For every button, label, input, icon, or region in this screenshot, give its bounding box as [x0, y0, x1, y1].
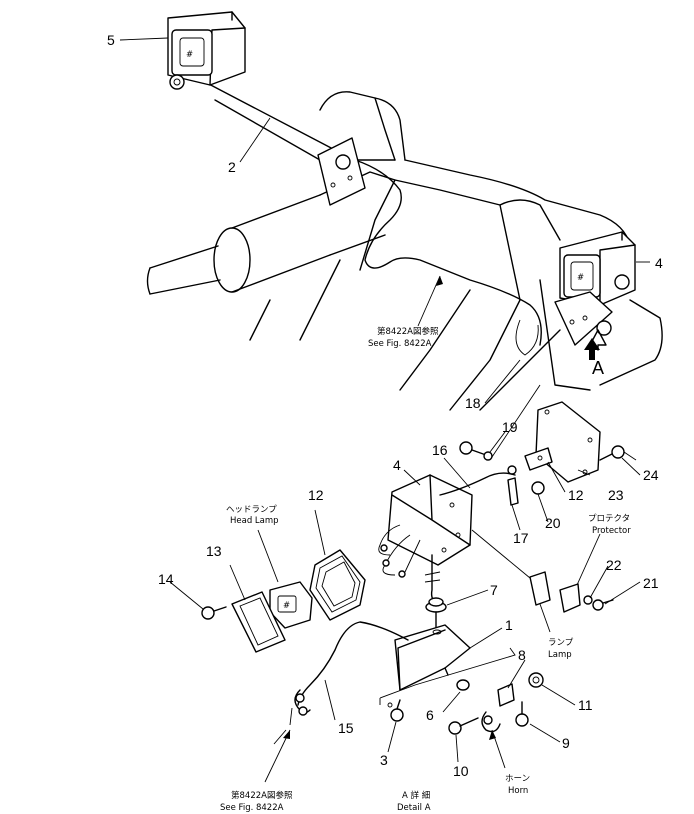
callout-11: 11: [578, 697, 593, 713]
cover-plate-23: [535, 401, 601, 483]
bracket-1: [394, 624, 471, 691]
callout-5: 5: [107, 32, 115, 48]
horn-jp: ホーン: [505, 774, 530, 784]
callout-12-lamp: 12: [308, 487, 324, 503]
bolt-10: [448, 717, 479, 735]
nut-6: [456, 679, 470, 691]
lamp-protector: [529, 571, 614, 613]
callout-9: 9: [562, 735, 570, 751]
callout-7: 7: [490, 582, 498, 598]
leader-lines: [119, 37, 650, 783]
callout-17: 17: [513, 530, 529, 546]
callout-6: 6: [426, 707, 434, 723]
head-lamp-jp: ヘッドランプ: [226, 505, 277, 515]
lamp-jp: ランプ: [548, 638, 574, 648]
horn-bracket-8: [481, 683, 515, 733]
detail-a-en: Detail A: [397, 803, 431, 813]
washer-19: [483, 451, 493, 461]
gasket-13: [231, 591, 286, 653]
view-arrow-a: [584, 338, 600, 360]
nut-20: [531, 481, 545, 495]
callout-8: 8: [518, 647, 526, 663]
bolt-14: [201, 606, 227, 620]
svg-text:#: #: [186, 50, 193, 60]
detail-a-jp: A 詳 細: [402, 790, 430, 801]
callout-15: 15: [338, 720, 354, 736]
callout-19: 19: [502, 419, 518, 435]
callout-12-detail: 12: [568, 487, 584, 503]
mounting-bracket-2: [317, 137, 366, 206]
callout-numbers: 5 2 4 4 16 18 19 23 24 12 20 17 12 13 14…: [107, 32, 663, 779]
horn-en: Horn: [508, 786, 528, 796]
see-fig-jp-top: 第8422A図参照: [377, 326, 439, 337]
callout-18: 18: [465, 395, 481, 411]
protector-en: Protector: [592, 526, 631, 536]
lamp-en: Lamp: [548, 650, 572, 660]
callout-16: 16: [432, 442, 448, 458]
callout-1: 1: [505, 617, 513, 633]
bolt-18: [459, 441, 487, 456]
annotations: 第8422A図参照 See Fig. 8422A ヘッドランプ Head Lam…: [220, 326, 631, 813]
callout-3: 3: [380, 752, 388, 768]
work-lamp-5: #: [167, 11, 246, 90]
callout-4-top: 4: [655, 255, 663, 271]
callout-13: 13: [206, 543, 222, 559]
fuse-holder-17: [507, 465, 519, 506]
callout-10: 10: [453, 763, 469, 779]
nut-11: [528, 672, 544, 688]
callout-14: 14: [158, 571, 174, 587]
see-fig-jp-bottom: 第8422A図参照: [231, 790, 293, 801]
protector-jp: プロテクタ: [588, 514, 630, 524]
see-fig-en-bottom: See Fig. 8422A: [220, 803, 284, 813]
callout-24: 24: [643, 467, 659, 483]
relay-box-4: [378, 474, 473, 578]
callout-21: 21: [643, 575, 659, 591]
callout-22: 22: [606, 557, 622, 573]
bolt-9: [515, 701, 529, 727]
head-lamp-en: Head Lamp: [230, 516, 279, 526]
svg-text:#: #: [283, 601, 290, 611]
callout-4-detail: 4: [393, 457, 401, 473]
see-fig-en-top: See Fig. 8422A: [368, 339, 432, 349]
work-lamp-4: #: [554, 231, 636, 351]
callout-20: 20: [545, 515, 561, 531]
view-label-a: A: [592, 358, 604, 378]
svg-text:#: #: [577, 273, 584, 283]
callout-23: 23: [608, 487, 624, 503]
bolt-3: [390, 699, 404, 722]
head-lamp-12: [309, 549, 366, 621]
bolt-24: [599, 445, 637, 461]
callout-2: 2: [228, 159, 236, 175]
clip-12b: [524, 447, 553, 471]
